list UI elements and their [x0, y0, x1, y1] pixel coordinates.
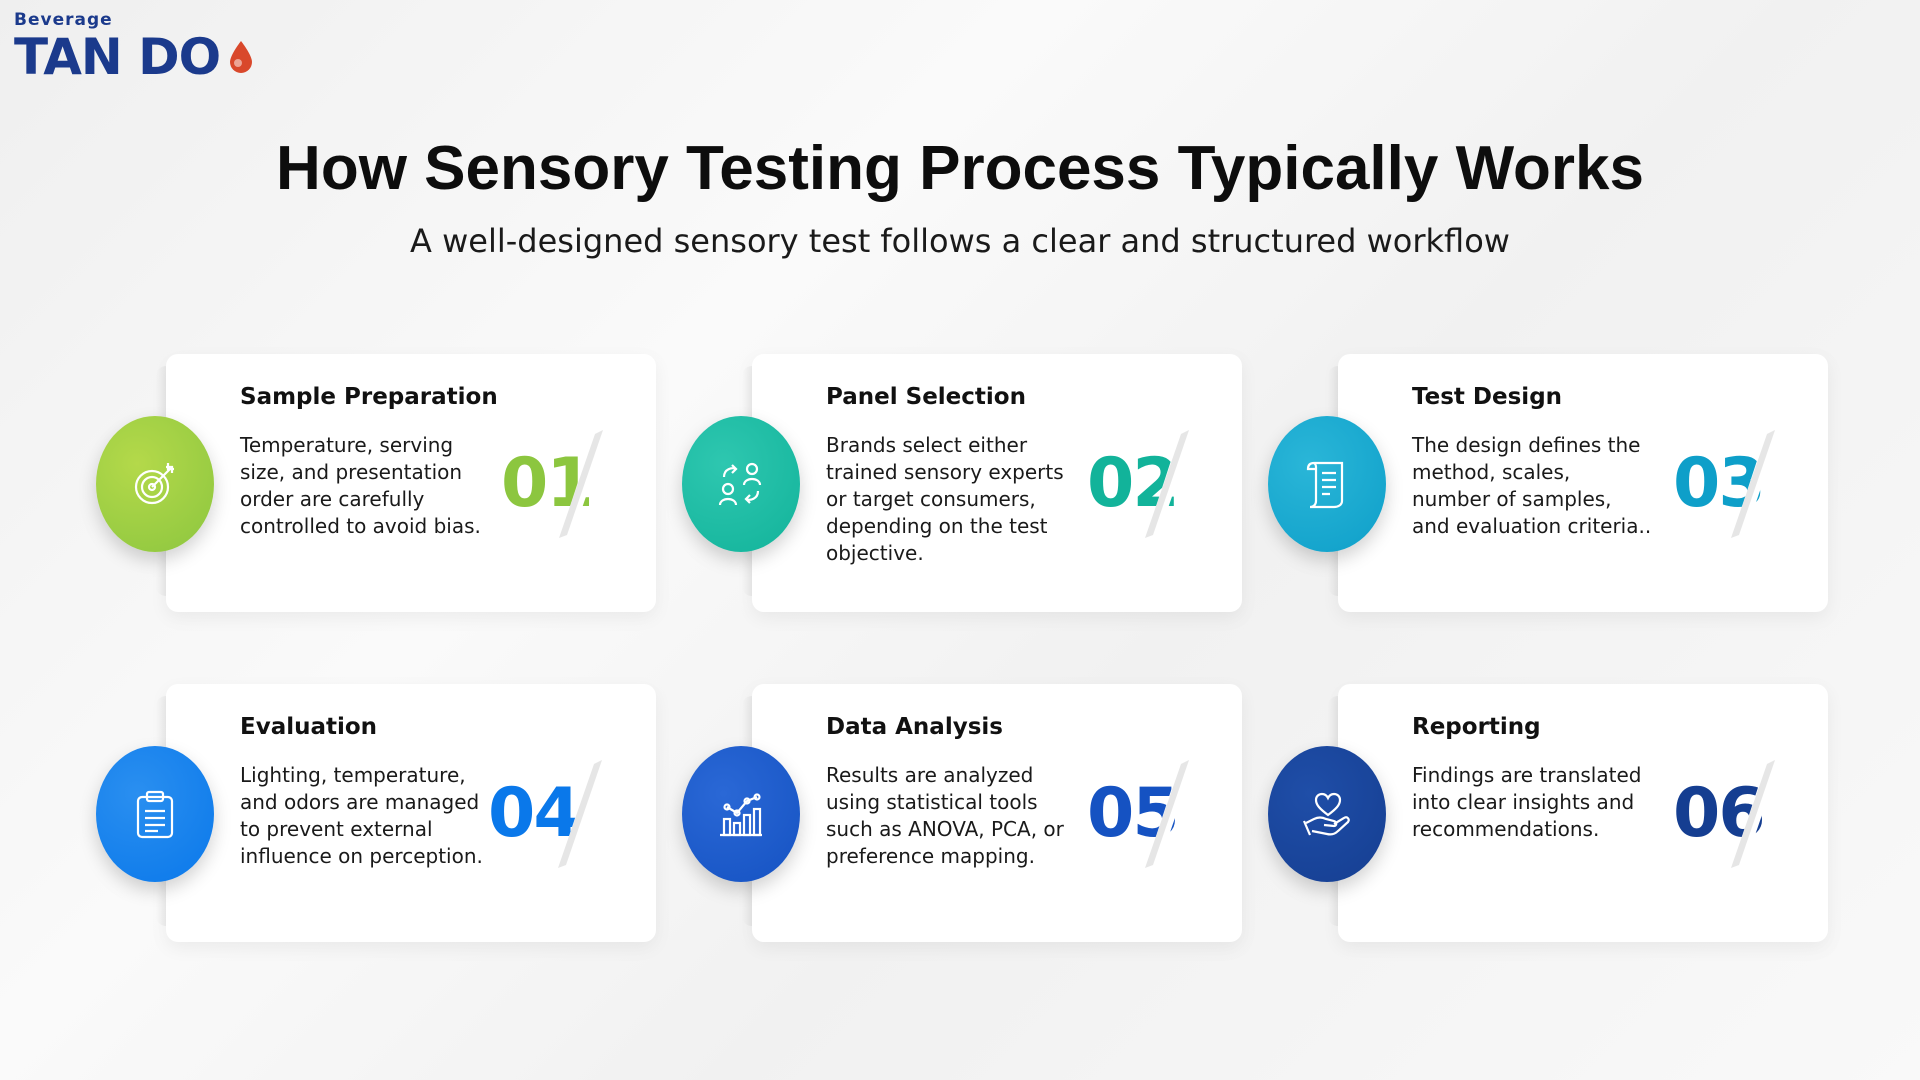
step-title: Data Analysis — [826, 714, 1003, 740]
drop-icon — [230, 41, 253, 73]
brand-wordmark: TAN DO — [14, 32, 256, 82]
step-title: Test Design — [1412, 384, 1563, 410]
heart-hand-icon — [1302, 792, 1350, 836]
document-scroll-icon — [1306, 461, 1344, 509]
brand-name: TAN DO — [14, 28, 221, 86]
people-exchange-icon — [718, 462, 762, 506]
step-number: 01 — [501, 430, 621, 540]
step-description: The design defines the method, scales, n… — [1412, 433, 1652, 538]
brand-tagline: Beverage — [14, 10, 113, 30]
step-number: 05 — [1087, 760, 1207, 870]
step-description: Temperature, serving size, and presentat… — [240, 433, 481, 538]
step-description: Findings are translated into clear insig… — [1412, 763, 1642, 841]
step-description: Results are analyzed using statistical t… — [826, 763, 1064, 868]
step-card: Sample Preparation Temperature, serving … — [96, 354, 656, 624]
step-description: Brands select either trained sensory exp… — [826, 433, 1064, 565]
step-card: Evaluation Lighting, temperature, and od… — [96, 684, 656, 954]
step-title: Panel Selection — [826, 384, 1026, 410]
chart-icon — [720, 793, 762, 837]
page-title: How Sensory Testing Process Typically Wo… — [276, 134, 1644, 203]
brand-logo: Beverage TAN DO — [14, 10, 256, 82]
step-card: Test Design The design defines the metho… — [1268, 354, 1828, 624]
step-card: Data Analysis Results are analyzed using… — [682, 684, 1242, 954]
step-description: Lighting, temperature, and odors are man… — [240, 763, 483, 868]
step-number: 06 — [1673, 760, 1793, 870]
step-title: Sample Preparation — [240, 384, 498, 410]
step-card: Panel Selection Brands select either tra… — [682, 354, 1242, 624]
step-number: 03 — [1673, 430, 1793, 540]
page-subtitle: A well-designed sensory test follows a c… — [410, 222, 1510, 260]
step-title: Evaluation — [240, 714, 378, 740]
step-card: Reporting Findings are translated into c… — [1268, 684, 1828, 954]
clipboard-icon — [136, 790, 174, 839]
step-number: 02 — [1087, 430, 1207, 540]
target-icon — [134, 463, 174, 505]
step-number: 04 — [488, 760, 608, 870]
step-number-text: 04 — [488, 774, 581, 853]
step-title: Reporting — [1412, 714, 1541, 740]
